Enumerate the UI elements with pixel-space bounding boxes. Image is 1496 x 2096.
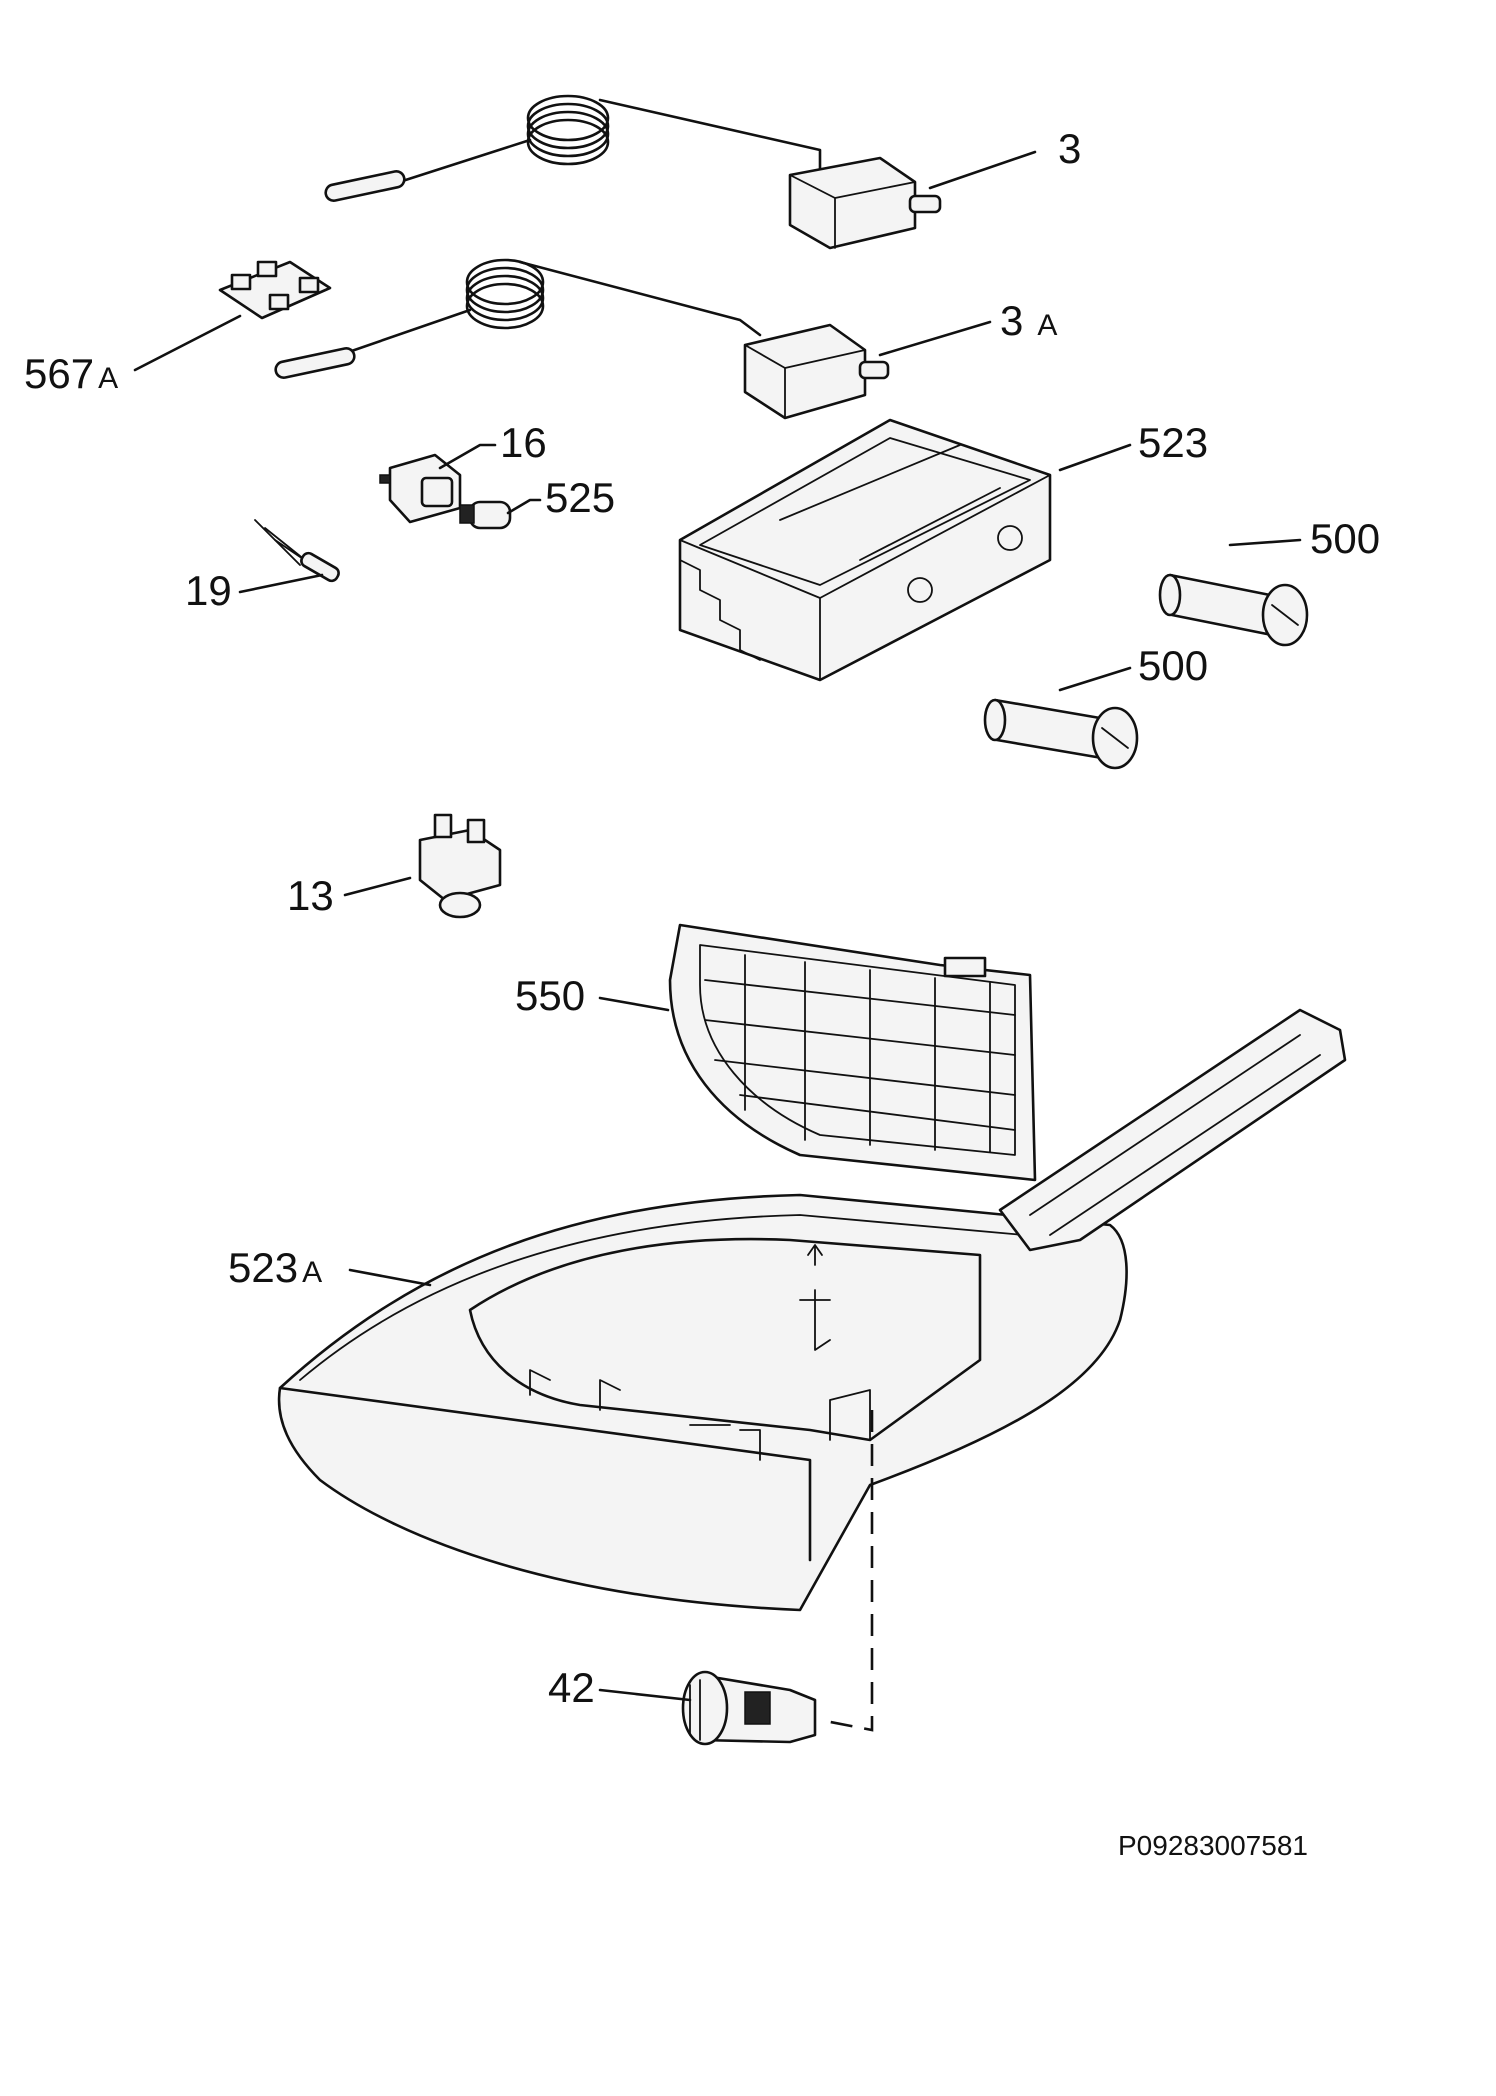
label-16: 16: [500, 419, 547, 466]
label-19: 19: [185, 567, 232, 614]
part-523a-housing: [277, 1008, 1347, 1612]
part-550-grille: [668, 923, 1037, 1182]
label-13: 13: [287, 872, 334, 919]
part-525-lamp: [459, 500, 512, 530]
part-567a-board: [218, 260, 332, 320]
label-550: 550: [515, 972, 585, 1019]
drawing-code: P09283007581: [1118, 1830, 1308, 1861]
part-3-thermostat: [324, 94, 942, 250]
label-500-lower: 500: [1138, 642, 1208, 689]
part-16-switch: [379, 453, 462, 524]
leader-lines: [133, 150, 1302, 1702]
label-3: 3: [1058, 125, 1081, 172]
label-42: 42: [548, 1664, 595, 1711]
part-19-sensor: [254, 519, 340, 583]
label-500-upper: 500: [1310, 515, 1380, 562]
part-523-tray: [678, 418, 1052, 682]
label-525: 525: [545, 474, 615, 521]
part-13-switch: [418, 813, 502, 919]
part-42-socket: [681, 1670, 817, 1746]
part-3a-thermostat: [274, 258, 890, 420]
part-500-pin-upper: [1158, 573, 1309, 647]
label-523: 523: [1138, 419, 1208, 466]
part-500-pin-lower: [983, 698, 1139, 770]
assembly-line-dashed: [819, 1410, 874, 1732]
